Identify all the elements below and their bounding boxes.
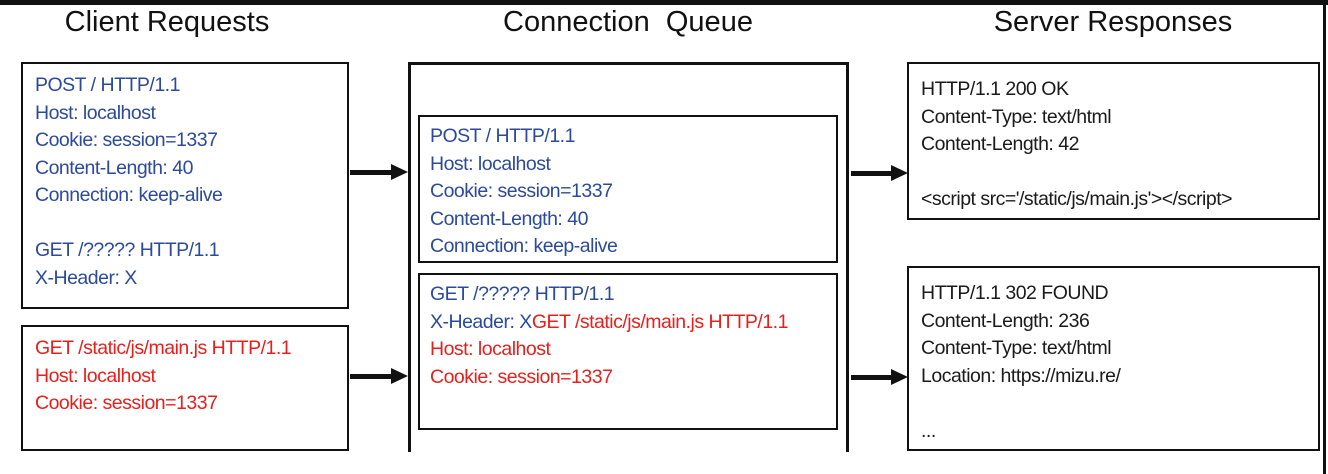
http-message-line: Connection: keep-alive [430,233,826,261]
http-message-line: X-Header: X [35,265,335,293]
http-message-segment: Location: https://mizu.re/ [921,364,1121,387]
http-message-segment: Content-Length: 236 [921,309,1090,332]
http-message-line: HTTP/1.1 302 FOUND [921,280,1306,308]
http-message-segment: <script src='/static/js/main.js'></scrip… [921,188,1233,210]
http-message-line: Content-Length: 42 [921,131,1306,159]
column-title-client-requests: Client Requests [64,6,270,38]
http-message-segment: Cookie: session=1337 [430,180,613,202]
http-message-segment: GET /????? HTTP/1.1 [430,283,615,305]
http-message-segment: Host: localhost [430,338,551,360]
http-message-line: ... [921,418,1306,446]
http-message-line: Cookie: session=1337 [430,178,826,206]
arrow-shaft [350,373,393,379]
http-message-line: Content-Length: 40 [35,155,335,183]
http-message-line [921,390,1306,418]
http-message-segment: ... [921,419,936,442]
flow-arrow-icon [350,368,408,384]
http-message-segment: Cookie: session=1337 [35,129,218,151]
http-message-line: GET /static/js/main.js HTTP/1.1 [35,335,335,363]
figure-right-border [1323,0,1326,474]
http-message-segment: POST / HTTP/1.1 [430,125,575,147]
http-message-line: Host: localhost [430,151,826,179]
http-message-segment: X-Header: X [430,310,532,333]
http-message-line: POST / HTTP/1.1 [35,72,335,100]
http-message-segment: Content-Length: 40 [35,156,193,179]
http-message-segment: POST / HTTP/1.1 [35,74,180,96]
http-message-segment: GET /????? HTTP/1.1 [35,239,220,261]
figure-top-border [0,0,1328,5]
http-message-line: Cookie: session=1337 [35,127,335,155]
flow-arrow-icon [350,164,408,180]
arrow-shaft [851,170,893,176]
http-message-segment: Host: localhost [430,152,551,175]
column-title-connection-queue: Connection Queue [503,6,753,38]
http-message-line: Content-Length: 236 [921,308,1306,336]
http-message-line: Content-Type: text/html [921,335,1306,363]
flow-arrow-icon [851,165,908,181]
http-message-line [35,210,335,238]
http-message-line: Cookie: session=1337 [430,364,826,392]
http-message-segment: Content-Length: 40 [430,207,588,230]
http-message-segment: Host: localhost [35,101,156,124]
http-message-segment: X-Header: X [35,266,137,289]
http-message-line: X-Header: XGET /static/js/main.js HTTP/1… [430,309,826,337]
http-message-line: Host: localhost [430,336,826,364]
http-message-line: HTTP/1.1 200 OK [921,76,1306,104]
http-message-line: Host: localhost [35,363,335,391]
http-message-line: Content-Type: text/html [921,104,1306,132]
http-message-segment: Host: localhost [35,364,156,387]
http-message-segment: GET /static/js/main.js HTTP/1.1 [531,310,789,333]
column-title-server-responses: Server Responses [993,6,1233,38]
http-message-line: Location: https://mizu.re/ [921,363,1306,391]
http-message-segment: Connection: keep-alive [430,235,618,257]
http-message-segment: Cookie: session=1337 [430,365,613,388]
http-message-segment: Content-Type: text/html [921,105,1112,128]
arrow-head [891,369,908,385]
flow-arrow-icon [851,369,908,385]
http-message-line: Host: localhost [35,100,335,128]
http-message-line: GET /????? HTTP/1.1 [430,281,826,309]
http-message-line: GET /????? HTTP/1.1 [35,237,335,265]
http-message-line: POST / HTTP/1.1 [430,123,826,151]
http-message-line: Content-Length: 40 [430,206,826,234]
http-message-segment: HTTP/1.1 302 FOUND [921,282,1109,304]
http-message-segment: HTTP/1.1 200 OK [921,78,1069,100]
arrow-shaft [350,169,393,175]
http-message-segment: Content-Length: 42 [921,133,1079,155]
http-message-segment: Content-Type: text/html [921,337,1112,359]
http-message-segment: Connection: keep-alive [35,184,223,206]
http-message-line [921,159,1306,187]
arrow-head [391,368,408,384]
http-message-line: <script src='/static/js/main.js'></scrip… [921,186,1306,214]
arrow-shaft [851,374,893,380]
http-message-segment: Cookie: session=1337 [35,392,218,414]
arrow-head [891,165,908,181]
http-message-line: Cookie: session=1337 [35,390,335,418]
http-message-line: Connection: keep-alive [35,182,335,210]
http-message-segment: GET /static/js/main.js HTTP/1.1 [35,337,292,359]
arrow-head [391,164,408,180]
